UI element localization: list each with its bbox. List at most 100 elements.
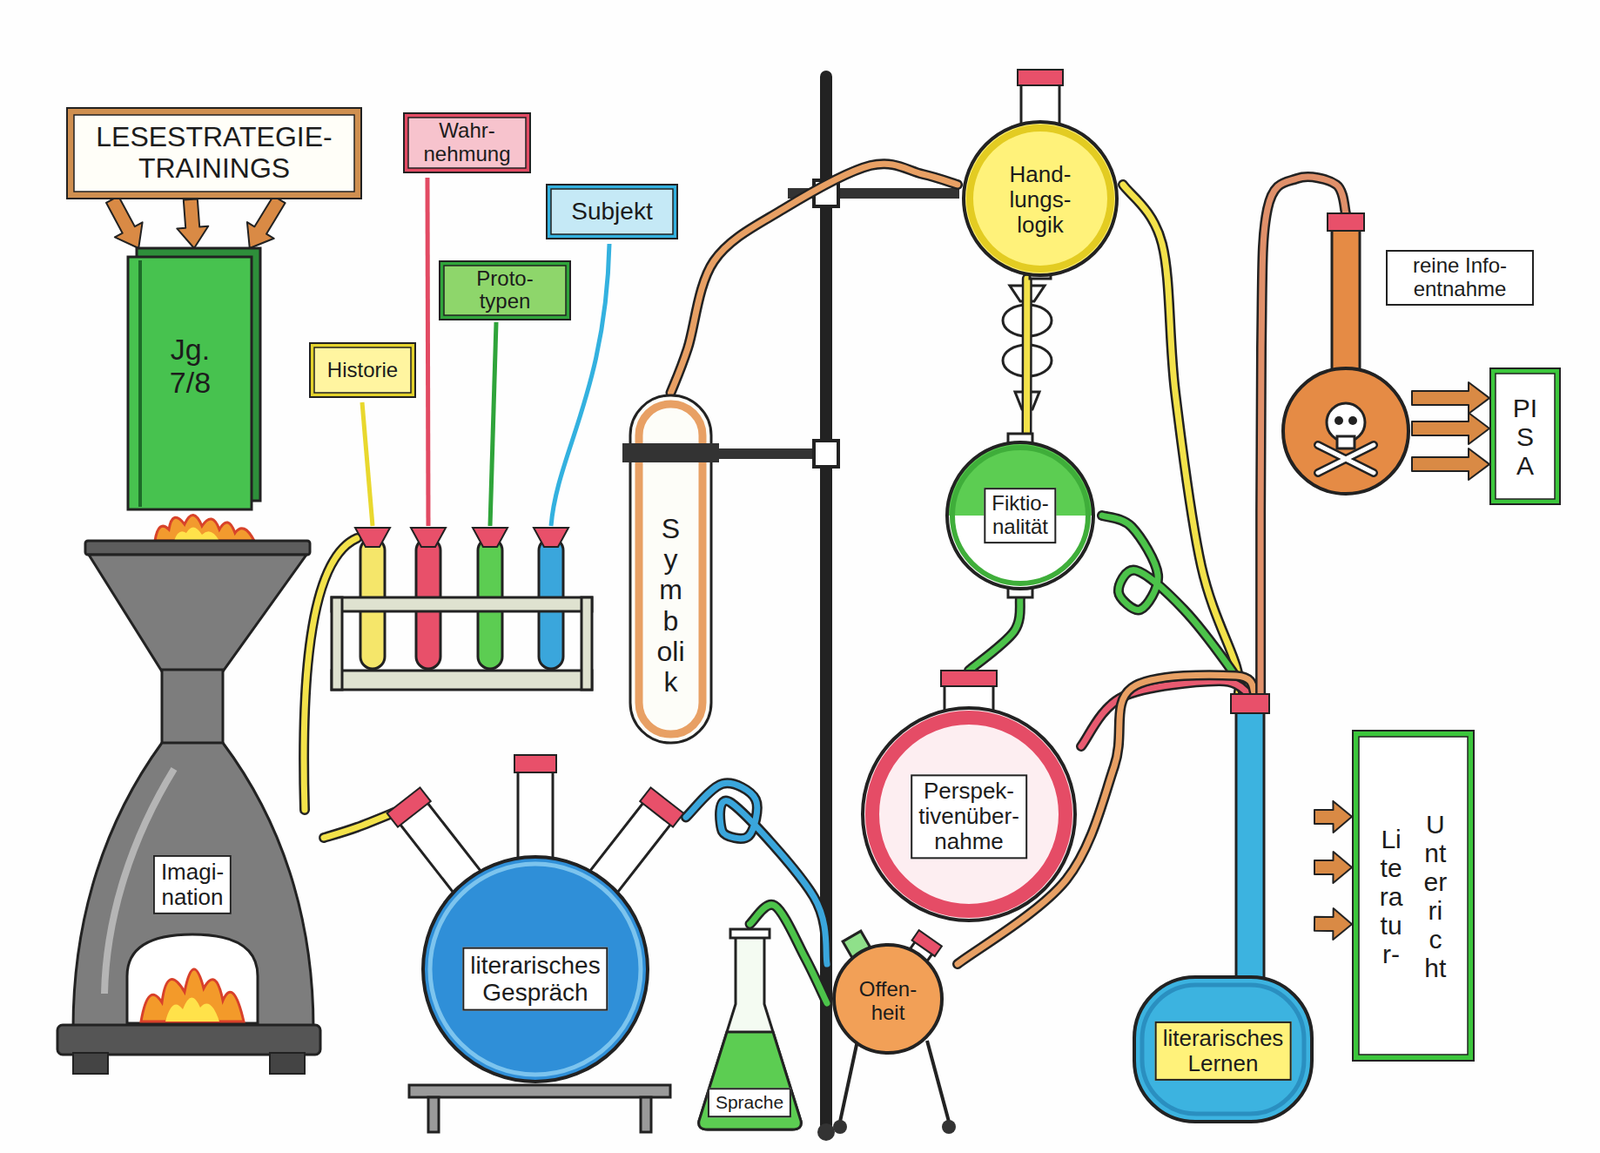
node-label: Historie — [327, 358, 398, 383]
arrow-shape — [247, 195, 286, 249]
label-tag: Wahr- nehmung — [403, 112, 532, 174]
stove: Imagi- nation — [53, 540, 324, 1081]
tag-edge — [403, 113, 531, 173]
tube-outline — [671, 163, 959, 393]
tag-fill — [70, 111, 359, 196]
three-neck-flask: literarisches Gespräch — [398, 750, 686, 1083]
tall-flask: literarisches Lernen — [1131, 693, 1315, 1125]
tag-edge — [1495, 373, 1555, 499]
flask-ring — [969, 127, 1111, 269]
erlenmeyer-liquid — [699, 1031, 802, 1130]
tube-connector — [1102, 515, 1244, 694]
sphere-ring — [952, 447, 1089, 584]
tube-liquid — [1122, 184, 1240, 694]
vertical-label: Symbolik — [657, 513, 686, 698]
block-arrow — [176, 198, 209, 249]
arrow-shape — [1411, 382, 1490, 414]
title-box: LESESTRATEGIE- TRAININGS — [66, 107, 363, 200]
tag-edge — [546, 184, 678, 239]
tripod-foot — [833, 1119, 848, 1134]
book: Jg. 7/8 — [127, 248, 261, 510]
leader-line — [362, 402, 373, 526]
stove-base — [57, 1024, 321, 1055]
rack-bar — [331, 670, 592, 690]
tube-outline — [968, 597, 1021, 671]
arrow-shape — [1314, 800, 1352, 833]
tag-fill — [548, 186, 676, 237]
fire-core — [165, 996, 220, 1022]
stove-funnel — [88, 554, 307, 672]
label-tag: Historie — [309, 342, 417, 398]
tag-fill — [311, 344, 414, 396]
leader-line — [427, 177, 429, 526]
tube-outline — [1122, 184, 1240, 694]
stove-rim — [85, 540, 310, 555]
tag-edge — [67, 107, 362, 199]
arrow-shape — [176, 198, 209, 249]
tube-funnel — [533, 527, 569, 547]
block-arrow — [1314, 800, 1352, 833]
node-label: Fiktio- nalität — [983, 487, 1056, 544]
sphere-outline — [947, 442, 1094, 589]
tripod-leg — [927, 1040, 949, 1122]
tag-fill — [1355, 732, 1472, 1058]
flask-stand-leg — [640, 1096, 652, 1132]
node-label: Wahr- nehmung — [423, 119, 511, 167]
book-flames-core — [174, 526, 220, 541]
block-arrow — [1411, 412, 1490, 444]
flask-stopper — [941, 670, 997, 686]
node-label: Hand- lungs- logik — [1009, 161, 1072, 238]
block-arrow — [1314, 907, 1352, 940]
skull-eye — [1348, 416, 1358, 425]
flask-body — [963, 121, 1117, 276]
round-flask: Perspek- tivenüber- nahme — [856, 670, 1082, 923]
neck-stopper — [387, 786, 431, 827]
vertical-label: Literatur- — [1378, 823, 1405, 968]
tube-connector — [968, 597, 1021, 671]
erlenmeyer-flask: Sprache — [693, 923, 807, 1133]
tube-outline — [685, 782, 827, 964]
sphere-flask: Fiktio- nalität — [938, 433, 1103, 598]
skull-jaw — [1337, 436, 1355, 449]
tripod-foot — [941, 1119, 956, 1134]
tube-connector — [685, 782, 827, 964]
tube-liquid — [685, 782, 827, 964]
erlenmeyer-glass — [699, 935, 802, 1130]
round-flask: Hand- lungs- logik — [957, 69, 1123, 279]
tag-fill — [405, 114, 529, 171]
rack-leg — [581, 597, 592, 690]
poison-flask: reine Info- entnahme — [1279, 213, 1412, 497]
book-spine — [138, 260, 142, 507]
tripod-leg — [840, 1040, 858, 1122]
tag-edge — [408, 117, 526, 169]
neck-stopper — [514, 754, 557, 773]
node-label: Perspek- tivenüber- nahme — [910, 773, 1028, 859]
flask-ring — [1142, 984, 1305, 1114]
node-label: Offen- heit — [859, 977, 917, 1025]
result-box: PISA — [1489, 367, 1561, 505]
flask-stand — [409, 1084, 671, 1097]
tube-clamp — [622, 443, 720, 463]
rack-leg — [331, 597, 343, 690]
erlenmeyer-rim — [730, 928, 770, 938]
tag-fill — [1492, 370, 1559, 503]
flask-stopper — [1017, 69, 1063, 86]
tag-fill — [441, 262, 569, 318]
label-tag: Subjekt — [545, 183, 679, 240]
small-flask: Offen- heit — [826, 924, 958, 1056]
stove-body — [73, 742, 314, 1029]
stand-foot — [817, 1122, 835, 1141]
block-arrow — [1411, 448, 1490, 480]
flask-ring — [872, 717, 1066, 911]
stove-foot — [73, 1052, 108, 1074]
leader-line — [490, 322, 497, 526]
book-flames — [154, 514, 255, 541]
test-tube: Symbolik — [627, 392, 714, 746]
neck-stopper — [639, 786, 684, 827]
result-box-outline — [1351, 729, 1475, 1062]
three-neck-flask-outline — [398, 750, 686, 1083]
tube-liquid — [1102, 515, 1244, 694]
tag-edge — [1490, 368, 1560, 505]
tube-liquid — [1081, 680, 1251, 747]
tube-outline — [1081, 680, 1251, 747]
